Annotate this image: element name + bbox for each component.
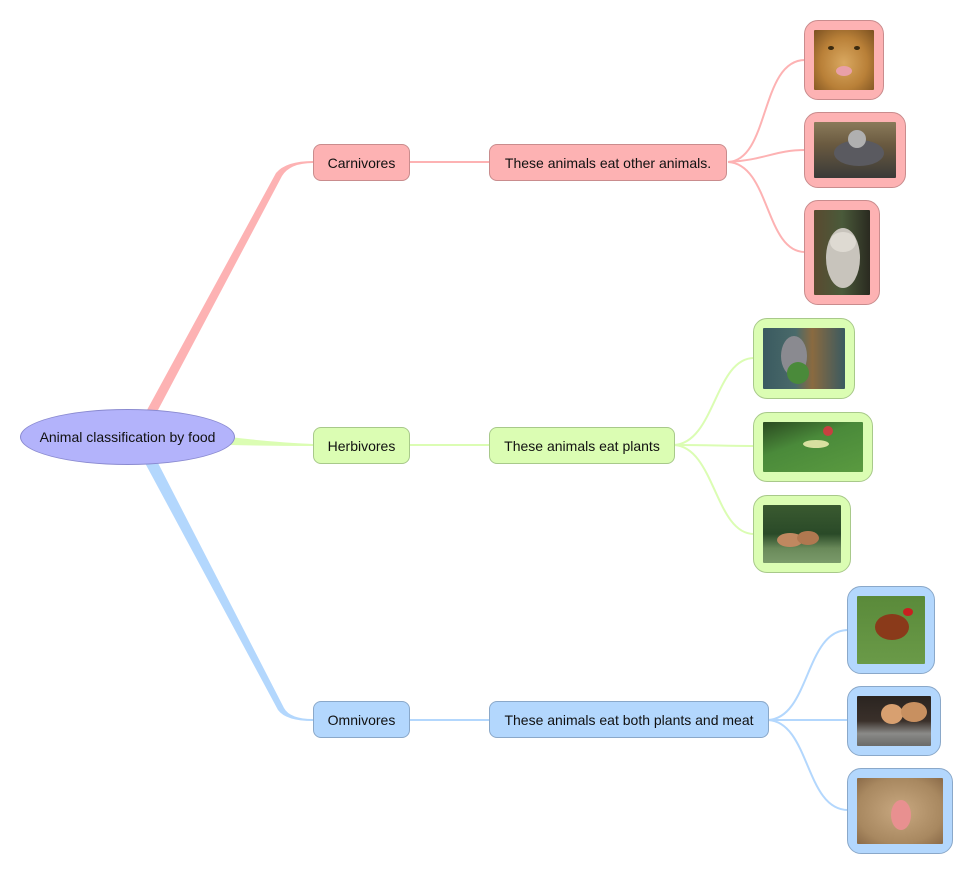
image-node-pig[interactable] xyxy=(847,686,941,756)
link-omnivores-baboon xyxy=(767,719,849,811)
link-carnivores-wolf xyxy=(727,149,806,163)
caterpillar-photo xyxy=(763,422,863,472)
image-node-caterpillar[interactable] xyxy=(753,412,873,482)
chicken-photo xyxy=(857,596,925,664)
image-node-owl[interactable] xyxy=(804,200,880,305)
root-node[interactable]: Animal classification by food xyxy=(20,409,235,465)
description-node-omnivores[interactable]: These animals eat both plants and meat xyxy=(489,701,769,738)
image-node-chicken[interactable] xyxy=(847,586,935,674)
koala-photo xyxy=(763,328,845,389)
lion-photo xyxy=(814,30,874,90)
deer-photo xyxy=(763,505,841,563)
link-carnivores-lion xyxy=(727,59,806,163)
link-herbivores-deer xyxy=(673,444,755,535)
description-label: These animals eat both plants and meat xyxy=(504,711,754,728)
category-node-omnivores[interactable]: Omnivores xyxy=(313,701,410,738)
wolf-photo xyxy=(814,122,896,178)
description-node-carnivores[interactable]: These animals eat other animals. xyxy=(489,144,727,181)
description-node-herbivores[interactable]: These animals eat plants xyxy=(489,427,675,464)
link-root-herbivores xyxy=(230,437,313,446)
category-label: Carnivores xyxy=(327,154,396,171)
image-node-lion[interactable] xyxy=(804,20,884,100)
root-label: Animal classification by food xyxy=(39,429,216,445)
image-node-baboon[interactable] xyxy=(847,768,953,854)
description-label: These animals eat plants xyxy=(504,437,660,454)
category-label: Omnivores xyxy=(327,711,396,728)
category-node-carnivores[interactable]: Carnivores xyxy=(313,144,410,181)
image-node-koala[interactable] xyxy=(753,318,855,399)
baboon-photo xyxy=(857,778,943,844)
owl-photo xyxy=(814,210,870,295)
category-label: Herbivores xyxy=(327,437,396,454)
image-node-deer[interactable] xyxy=(753,495,851,573)
link-omnivores-chicken xyxy=(767,629,849,721)
pig-photo xyxy=(857,696,931,746)
category-node-herbivores[interactable]: Herbivores xyxy=(313,427,410,464)
description-label: These animals eat other animals. xyxy=(504,154,712,171)
link-carnivores-owl xyxy=(727,161,806,253)
image-node-wolf[interactable] xyxy=(804,112,906,188)
link-herbivores-koala xyxy=(673,357,755,446)
link-root-omnivores xyxy=(145,463,313,721)
link-herbivores-caterpillar xyxy=(673,444,755,447)
link-root-carnivores xyxy=(147,161,313,410)
